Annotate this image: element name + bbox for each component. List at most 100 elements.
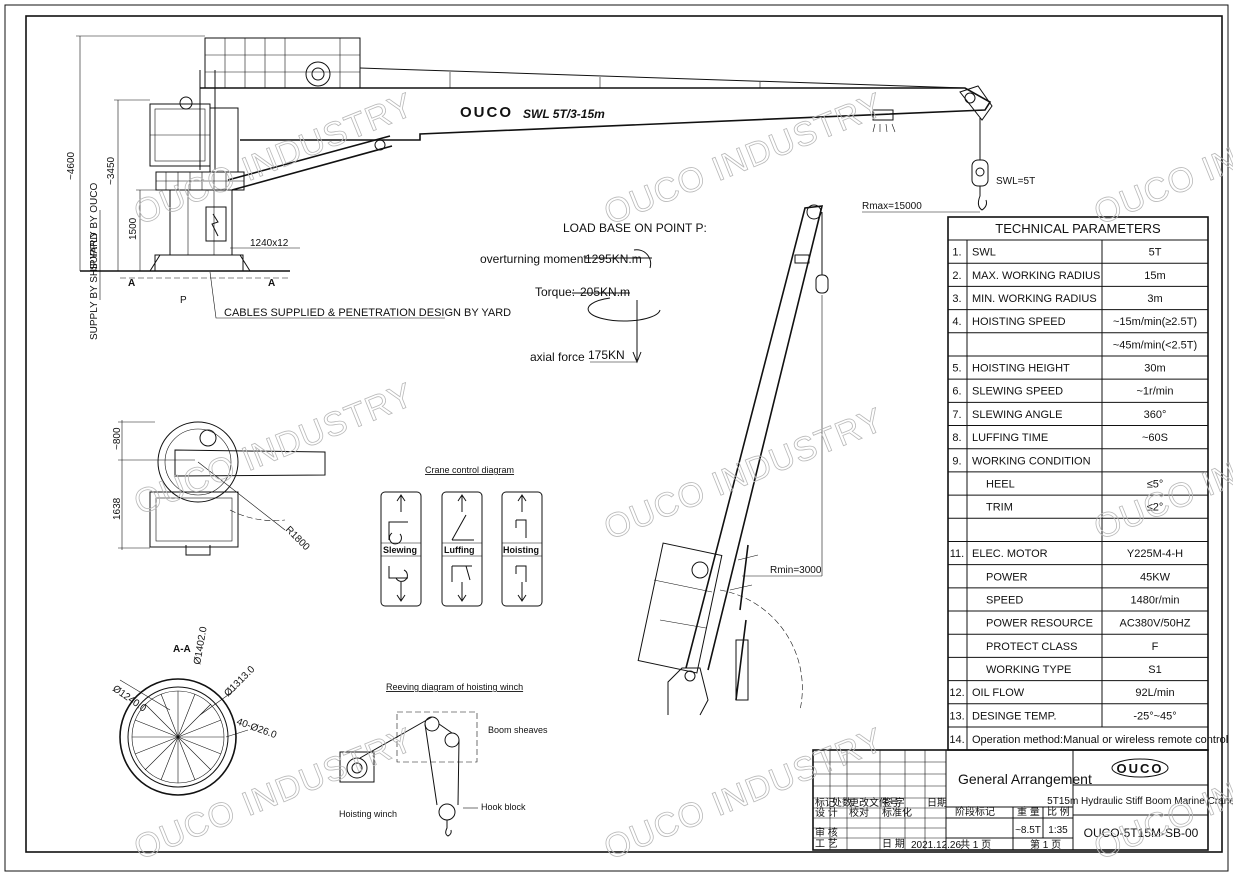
parameter-value: 45KW: [1140, 571, 1171, 583]
parameter-value: ≤5°: [1147, 479, 1164, 491]
hdr-craft: 工 艺: [815, 838, 838, 850]
height-dimensions: [76, 35, 205, 300]
parameter-value: ~45m/min(<2.5T): [1113, 339, 1197, 351]
axial-value: 175KN: [588, 348, 625, 362]
parameter-number: 7.: [952, 409, 961, 421]
parameter-name: HOISTING SPEED: [972, 316, 1066, 328]
hook-swl: SWL=5T: [996, 176, 1035, 187]
hdr-sign: 签 字: [882, 796, 905, 809]
parameter-name: LUFFING TIME: [972, 432, 1048, 444]
parameter-value: 15m: [1144, 270, 1165, 282]
svg-text:OUCO INDUSTRY: OUCO INDUSTRY: [599, 721, 889, 868]
svg-text:OUCO INDUSTRY: OUCO INDUSTRY: [1089, 86, 1233, 233]
dim-plan-800: ~800: [112, 427, 123, 450]
axial-label: axial force: [530, 350, 585, 364]
parameter-value: Y225M-4-H: [1127, 548, 1183, 560]
parameter-number: 3.: [952, 293, 961, 305]
hdr-design: 设 计: [815, 806, 838, 819]
parameter-name: TRIM: [986, 502, 1013, 514]
parameter-value: F: [1152, 641, 1159, 653]
title-block: [812, 749, 1209, 851]
weight-value: ~8.5T: [1015, 825, 1041, 836]
crane-plan-view: [118, 420, 326, 556]
parameter-name: MAX. WORKING RADIUS: [972, 270, 1100, 282]
svg-text:OUCO INDUSTRY: OUCO INDUSTRY: [129, 376, 419, 523]
parameter-name: HEEL: [986, 479, 1015, 491]
inner-frame: [25, 15, 1223, 853]
lever-hoisting: Hoisting: [503, 545, 539, 555]
parameter-name: WORKING TYPE: [986, 664, 1071, 676]
section-a-left: A: [128, 278, 135, 289]
reeving-boom-sheaves: Boom sheaves: [488, 725, 548, 735]
load-base-title: LOAD BASE ON POINT P:: [563, 221, 707, 235]
svg-text:OUCO INDUSTRY: OUCO INDUSTRY: [599, 86, 889, 233]
date-value: 2021.12.26: [911, 840, 961, 851]
parameter-value: AC380V/50HZ: [1120, 618, 1191, 630]
note-supply-ouco: SUPPLY BY OUCO: [89, 183, 100, 270]
lever-luffing: Luffing: [444, 545, 475, 555]
hdr-date: 日期: [927, 797, 947, 809]
hdr-proofread: 校对: [849, 806, 869, 819]
outer-frame: [4, 4, 1229, 872]
rmin-label: Rmin=3000: [770, 565, 822, 576]
parameter-number: 13.: [949, 710, 964, 722]
parameter-value: S1: [1148, 664, 1161, 676]
reeving-winch: Hoisting winch: [339, 809, 397, 819]
torque-label: Torque:: [535, 285, 575, 299]
parameter-value: ≤2°: [1147, 502, 1164, 514]
sheet-number: 第 1 页: [1030, 838, 1061, 851]
parameter-name: PROTECT CLASS: [986, 641, 1078, 653]
parameter-name: DESINGE TEMP.: [972, 710, 1057, 722]
dim-d1313: Ø1313.0: [222, 664, 257, 699]
dim-total-height: ~4600: [66, 151, 77, 180]
dim-plan-1638: 1638: [112, 497, 123, 520]
parameter-number: 5.: [952, 363, 961, 375]
parameter-name: POWER: [986, 571, 1028, 583]
rmax-label: Rmax=15000: [862, 201, 922, 212]
dim-bolts: 40-Ø26.0: [235, 716, 278, 741]
section-a-right: A: [268, 278, 275, 289]
parameter-value: -25°~45°: [1133, 710, 1176, 722]
dim-pedestal-height: 1500: [128, 217, 139, 240]
parameter-number: 6.: [952, 386, 961, 398]
parameters-title: TECHNICAL PARAMETERS: [995, 221, 1161, 236]
dim-d1240: Ø1240.0: [110, 683, 148, 714]
parameter-name: SWL: [972, 247, 996, 259]
note-cables: CABLES SUPPLIED & PENETRATION DESIGN BY …: [224, 307, 511, 319]
dim-column-height: ~3450: [106, 156, 117, 185]
parameter-value: ~60S: [1142, 432, 1168, 444]
note-supply-yard: SUPPLY BY SHIPYARD: [89, 232, 100, 340]
product-name: 5T15m Hydraulic Stiff Boom Marine Crane: [1047, 796, 1233, 807]
technical-parameters-table: [947, 216, 1209, 751]
parameter-value: ~1r/min: [1137, 386, 1174, 398]
hdr-day: 日 期: [882, 838, 905, 850]
parameter-number: 11.: [950, 548, 964, 560]
dim-plan-r: R1800: [283, 524, 312, 553]
crane-luffed-view: [637, 204, 829, 716]
parameter-name: OIL FLOW: [972, 687, 1025, 699]
control-title: Crane control diagram: [425, 465, 514, 475]
parameter-name: SLEWING ANGLE: [972, 409, 1062, 421]
svg-text:OUCO INDUSTRY: OUCO INDUSTRY: [1089, 401, 1233, 548]
scale-value: 1:35: [1048, 825, 1068, 836]
parameter-name: HOISTING HEIGHT: [972, 363, 1070, 375]
load-base-block: [572, 249, 661, 364]
svg-text:OUCO INDUSTRY: OUCO INDUSTRY: [129, 86, 419, 233]
parameter-number: 1.: [952, 247, 961, 259]
sheet-total: 共 1 页: [960, 839, 991, 851]
hdr-mark: 标记: [815, 797, 835, 809]
drawing-number: OUCO-5T15M-SB-00: [1084, 826, 1199, 840]
hdr-review: 审 核: [815, 826, 838, 839]
parameter-name: SPEED: [986, 594, 1023, 606]
parameter-name: MIN. WORKING RADIUS: [972, 293, 1097, 305]
parameter-number: 8.: [952, 432, 961, 444]
parameter-value: 92L/min: [1135, 687, 1174, 699]
parameter-value: 1480r/min: [1131, 594, 1180, 606]
section-aa-title: A-A: [173, 644, 191, 655]
parameter-value: 3m: [1147, 293, 1162, 305]
dim-d1402: Ø1402.0: [192, 625, 210, 665]
hdr-scale: 比 例: [1047, 805, 1070, 818]
parameter-name: ELEC. MOTOR: [972, 548, 1048, 560]
parameter-number: 12.: [949, 687, 964, 699]
